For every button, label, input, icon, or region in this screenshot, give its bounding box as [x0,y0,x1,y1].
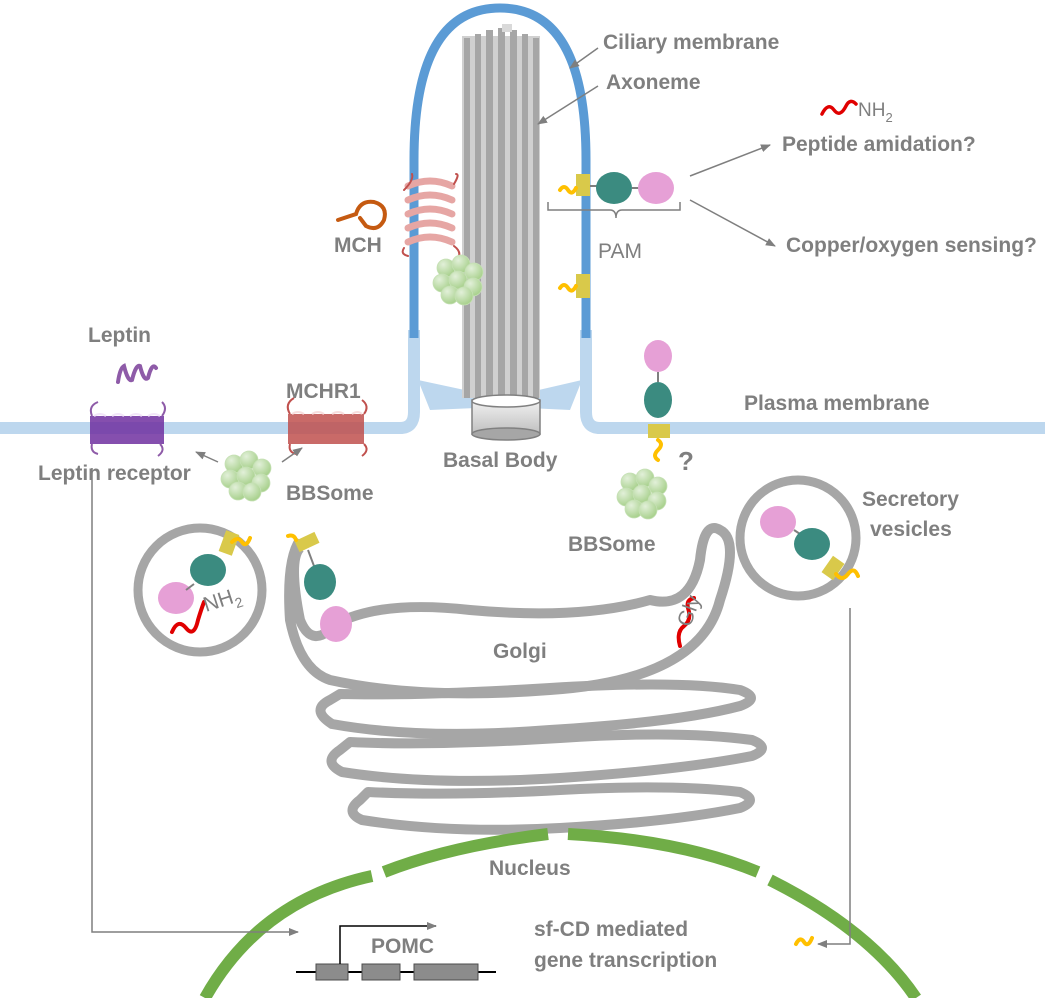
arrow-peptide-amidation [689,144,771,177]
pam-plasma-membrane [644,340,672,462]
golgi [284,523,767,835]
bbsome-left [220,450,272,502]
basal-body-label: Basal Body [443,449,558,472]
transcription-label-2: gene transcription [534,949,718,972]
pam-golgi [286,531,352,642]
leptin-receptor [89,401,166,457]
pam-ciliary-2 [558,274,590,298]
plasma-membrane [0,330,1045,434]
secretory-vesicles-label-2: vesicles [870,518,952,541]
pomc-gene [296,922,496,981]
arrow-bbsome-to-leptin-receptor [195,451,219,463]
peptide-amidation-label: Peptide amidation? [782,133,976,156]
arrow-bbsome-to-mchr1 [281,447,303,463]
pomc-label: POMC [371,935,434,958]
copper-oxygen-sensing-label: Copper/oxygen sensing? [786,234,1037,257]
nuclear-envelope [199,828,921,998]
arrow-ciliary-membrane [569,47,599,69]
sf-cd-fragment [794,936,814,947]
basal-body [471,394,541,441]
nucleus-label: Nucleus [489,857,571,880]
leptin-receptor-label: Leptin receptor [38,462,191,485]
secretory-vesicle [735,475,861,601]
axoneme [462,24,540,398]
vesicle-left [133,523,267,657]
leptin-label: Leptin [88,324,151,347]
bbsome-left-label: BBSome [286,482,374,505]
nh2-peptide-icon [820,99,858,116]
mchr1-label: MCHR1 [286,380,361,403]
mchr1-plasma [286,397,368,457]
ciliary-membrane-label: Ciliary membrane [603,31,780,54]
transcription-label-1: sf-CD mediated [534,918,689,941]
pam-ciliary [558,172,674,204]
transition-fibers [418,380,582,410]
plasma-membrane-label: Plasma membrane [744,392,930,415]
signal-line-leptin [91,468,299,936]
leptin-ligand [116,363,158,384]
vesicle-nh2-label: NH2 [200,583,245,621]
question-mark-label: ? [678,446,694,476]
secretory-vesicles-label-1: Secretory [862,488,959,511]
mch-peptide [336,199,387,230]
axoneme-label: Axoneme [606,71,701,94]
signal-line-secretory [817,608,851,948]
mch-label: MCH [334,234,382,257]
arrow-axoneme [537,85,599,125]
nh2-legend-label: NH2 [858,100,893,125]
arrow-copper-oxygen [689,199,776,247]
gly-peptide [676,596,696,648]
ciliary-membrane [409,3,591,338]
pam-label: PAM [598,240,642,263]
bbsome-right [616,468,668,520]
pam-bracket [547,202,681,219]
golgi-label: Golgi [493,640,547,663]
bbsome-right-label: BBSome [568,533,656,556]
